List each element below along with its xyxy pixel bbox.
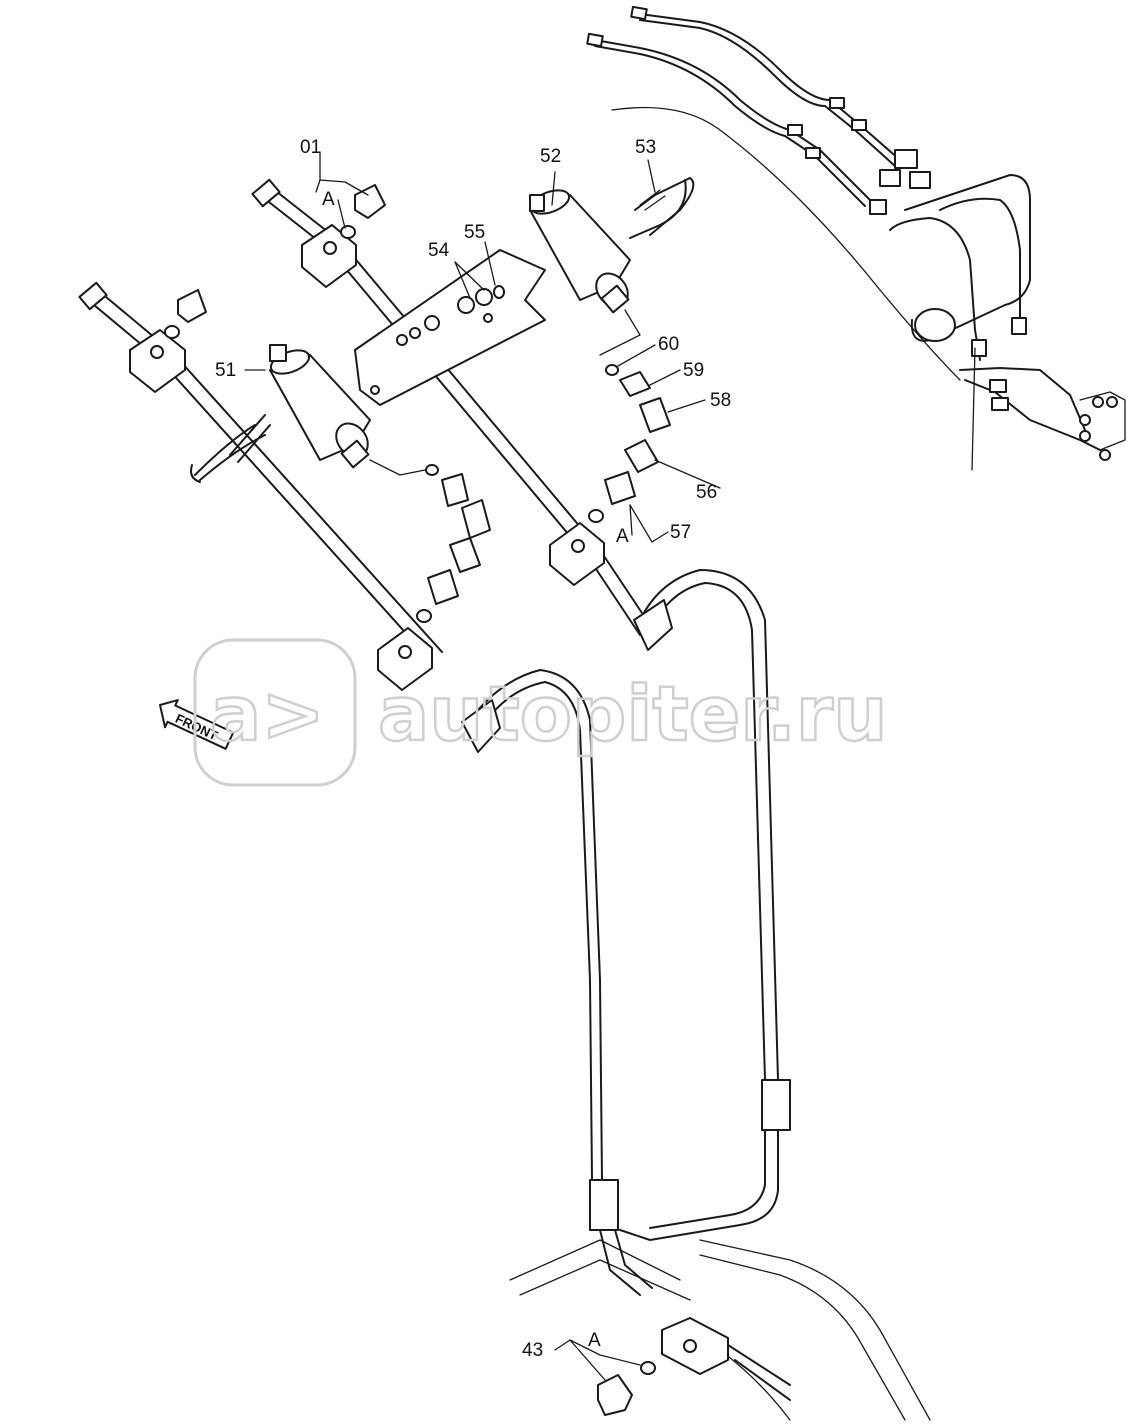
middle-pipe — [251, 178, 653, 636]
callout-a3: A — [588, 1330, 601, 1351]
callout-57: 57 — [670, 522, 691, 543]
watermark-logo: a> — [210, 669, 325, 758]
callout-52: 52 — [540, 146, 561, 167]
u-bolt-53 — [629, 177, 695, 239]
callout-53: 53 — [635, 137, 656, 158]
callout-55: 55 — [464, 222, 485, 243]
plug-left — [164, 289, 207, 339]
callout-labels: 01 A 52 53 54 55 51 60 59 58 56 A 57 43 … — [215, 137, 731, 1361]
nuts-54-55 — [457, 285, 505, 314]
hose-assembly — [461, 569, 791, 1296]
plug-01 — [340, 184, 386, 239]
callout-01: 01 — [300, 137, 321, 158]
left-pipe — [78, 281, 443, 691]
callout-a2: A — [616, 526, 629, 547]
callout-59: 59 — [683, 360, 704, 381]
callout-58: 58 — [710, 390, 731, 411]
callout-60: 60 — [658, 334, 679, 355]
fittings-right — [588, 364, 671, 523]
callout-56: 56 — [696, 482, 717, 503]
mounting-bracket — [354, 249, 546, 406]
bottom-frame — [509, 1239, 931, 1421]
leader-lines — [244, 151, 721, 1381]
watermark: a> autopiter.ru — [193, 638, 889, 787]
callout-51: 51 — [215, 360, 236, 381]
fittings-left — [416, 464, 491, 623]
callout-43: 43 — [522, 1340, 543, 1361]
callout-54: 54 — [428, 240, 450, 261]
upper-harness-tubes — [586, 5, 1126, 471]
watermark-logo-box — [193, 638, 357, 787]
watermark-text: autopiter.ru — [378, 669, 887, 758]
filter-52 — [529, 189, 631, 314]
callout-a1: A — [322, 189, 335, 210]
cab-outline — [611, 106, 1031, 381]
filter-51 — [190, 344, 371, 483]
plug-43 — [597, 1361, 656, 1416]
